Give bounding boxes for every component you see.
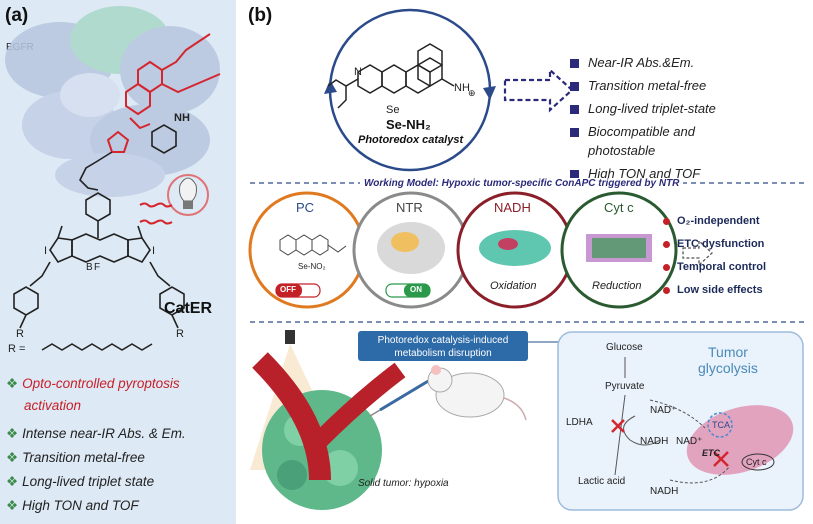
panel-a-label: (a) [5, 5, 29, 26]
dashed-arrow-small-icon [682, 239, 713, 267]
cytc-label: Cyt c [604, 200, 634, 215]
ldha-label: LDHA [566, 417, 593, 428]
iodine-left-label: I [44, 245, 48, 257]
feature-item-4-cont: photostable [588, 143, 656, 158]
imine-nh-label: NH [454, 82, 470, 94]
off-label: OFF [280, 285, 296, 294]
catalyst-name: Se-NH₂ [386, 117, 431, 132]
square-bullet-icon [570, 105, 579, 115]
lactic-acid-label: Lactic acid [578, 476, 626, 487]
feature-item-4: Biocompatible and [570, 124, 695, 139]
feature-item-1: Near-IR Abs.&Em. [570, 55, 694, 70]
light-irradiation-arrows [139, 202, 173, 225]
red-dot-icon [663, 217, 670, 225]
pc-label: PC [296, 200, 315, 215]
red-dot-icon [663, 286, 670, 294]
bullet-a-5: ❖High TON and TOF [6, 498, 139, 513]
working-model-title: Working Model: Hypoxic tumor-specific Co… [360, 178, 684, 189]
nadh-2-label: NADH [650, 486, 679, 497]
mechanism-box: Photoredox catalysis-induced metabolism … [358, 331, 528, 361]
diamond-bullet-icon: ❖ [6, 450, 19, 465]
nadh-1-label: NADH [640, 436, 669, 447]
r-left-label: R [16, 328, 24, 340]
inhibition-x-icons [611, 419, 729, 467]
square-bullet-icon [570, 170, 579, 180]
tumor-caption: Solid tumor: hypoxia [358, 478, 449, 489]
quinazoline-red-fragment [106, 33, 221, 153]
r-group-definition: R = [8, 343, 26, 355]
panel-b-label: (b) [248, 5, 273, 26]
feature-item-5: High TON and TOF [570, 166, 700, 181]
diamond-bullet-icon: ❖ [6, 426, 19, 441]
iodine-right-label: I [152, 245, 156, 257]
reduction-label: Reduction [592, 280, 642, 292]
mouse-icon [427, 365, 527, 421]
r-right-label: R [176, 328, 184, 340]
diamond-bullet-icon: ❖ [6, 474, 19, 489]
property-item-2: ETC dysfunction [663, 238, 764, 250]
square-bullet-icon [570, 59, 579, 69]
pyruvate-label: Pyruvate [605, 381, 645, 392]
panel-b: (b) [240, 0, 813, 524]
on-label: ON [410, 285, 422, 294]
catalyst-role: Photoredox catalyst [358, 134, 464, 146]
precursor-label: Se-NO₂ [298, 262, 326, 271]
light-bulb-icon [167, 174, 209, 216]
working-model-cycle [248, 191, 678, 309]
bullet-a-1: ❖Opto-controlled pyroptosis [6, 376, 180, 391]
nh-atom-label: NH [174, 112, 190, 124]
glycolysis-arrows [614, 357, 731, 484]
glucose-label: Glucose [606, 342, 643, 353]
red-dot-icon [663, 240, 670, 248]
lamp-icon [285, 330, 295, 344]
tca-label: TCA [712, 420, 730, 430]
nadh-label: NADH [494, 200, 531, 215]
mitochondrion-icon [686, 405, 794, 475]
glycolysis-title-1: Tumor [708, 344, 748, 360]
nad-plus-1-label: NAD⁺ [650, 405, 677, 416]
feature-item-3: Long-lived triplet-state [570, 101, 716, 116]
bullet-a-2: ❖Intense near-IR Abs. & Em. [6, 426, 186, 441]
fluorine-label: F [94, 262, 101, 273]
ntr-label: NTR [396, 200, 423, 215]
egfr-protein-surface [5, 6, 220, 197]
compound-name: CatER [164, 300, 213, 317]
etc-label: ETC [702, 448, 720, 458]
tumor-illustration [250, 330, 406, 510]
square-bullet-icon [570, 82, 579, 92]
panel-a: (a) EGFR [0, 0, 236, 524]
bullet-a-1-cont: activation [24, 398, 82, 413]
feature-item-2: Transition metal-free [570, 78, 706, 93]
cytc-glyco-label: Cyt c [746, 457, 767, 467]
linker-fragment [13, 124, 185, 351]
syringe-icon [369, 378, 431, 417]
catER-structure-graphic [5, 6, 221, 351]
property-item-1: O₂-independent [663, 215, 760, 227]
square-bullet-icon [570, 128, 579, 138]
boron-label: B [86, 262, 93, 273]
nad-plus-2-label: NAD⁺ [676, 436, 703, 447]
n-atom-label: N [354, 66, 362, 78]
plus-charge-label: ⊕ [468, 88, 476, 98]
bullet-a-4: ❖Long-lived triplet state [6, 474, 155, 489]
dashed-arrow-icon [503, 67, 574, 113]
se-nh2-structure [327, 43, 455, 109]
panel-b-graphics [248, 8, 805, 511]
red-dot-icon [663, 263, 670, 271]
diamond-bullet-icon: ❖ [6, 498, 19, 513]
property-item-3: Temporal control [663, 261, 766, 273]
property-item-4: Low side effects [663, 284, 763, 296]
catalyst-cycle-circle [324, 8, 496, 172]
diamond-bullet-icon: ❖ [6, 376, 19, 391]
bullet-a-3: ❖Transition metal-free [6, 450, 145, 465]
glycolysis-title-2: glycolysis [698, 360, 758, 376]
se-atom-label: Se [386, 104, 400, 116]
oxidation-label: Oxidation [490, 280, 537, 292]
